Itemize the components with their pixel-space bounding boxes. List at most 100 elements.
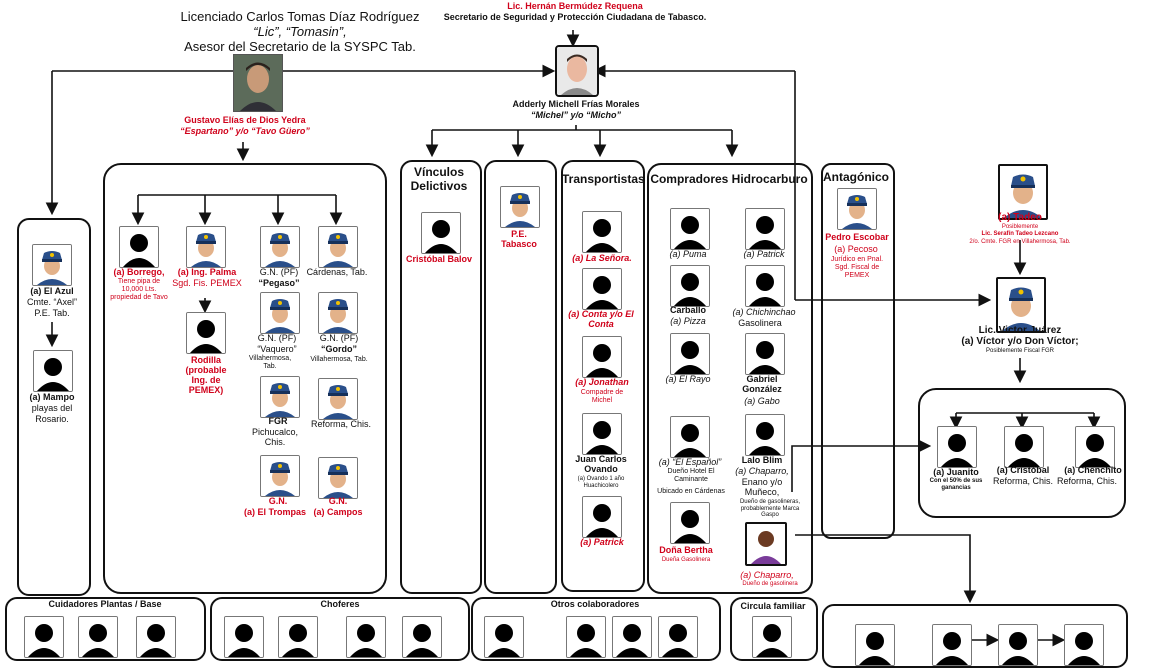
trompas-alias: (a) El Trompas [243,507,306,517]
person-silhouette-icon [484,616,524,658]
campos-alias: (a) Campos [313,507,363,517]
circula-title: Circula familiar [740,601,806,611]
police-officer-icon [186,226,226,268]
palma-title: Sgd. Fis. PEMEX [172,278,242,288]
person-silhouette-icon [670,208,710,250]
gordo-l3: Villahermosa, Tab. [310,356,368,363]
adderly-portrait [555,45,599,97]
gordo-alias: “Gordo” [321,344,357,354]
trompas-l1: G.N. [268,496,288,506]
person-silhouette-icon [421,212,461,254]
conta-label: (a) Conta y/o El Conta [568,309,634,330]
hernan-name: Lic. Hernán Bermúdez Requena [507,1,643,11]
person-silhouette-icon [136,616,176,658]
patrick-transport: (a) Patrick [580,537,624,547]
police-officer-icon [260,455,300,497]
compradores-title: Compradores Hidrocarburo [650,172,808,186]
pegaso-l1: G.N. (PF) [259,267,299,277]
adderly-alias: “Michel” y/o “Micho” [530,110,621,120]
tavo-group-box [103,163,387,594]
jonathan-note: Compadre de Michel [580,389,624,404]
person-silhouette-icon [745,208,785,250]
person-silhouette-icon [278,616,318,658]
mampo-l2: playas del [31,403,73,413]
azul-alias: Cmte. “Axel” [26,297,77,307]
gustavo-name: Gustavo Elías de Dios Yedra [184,115,306,125]
person-silhouette-icon [582,268,622,310]
person-silhouette-icon [582,336,622,378]
antagonico-title: Antagónico [823,170,889,184]
person-silhouette-icon [937,426,977,468]
vinculos-title: Vínculos Delictivos [410,165,468,193]
person-silhouette-icon [119,226,159,268]
azul-name: (a) El Azul [30,286,74,296]
cristobal-name: (a) Cristóbal [996,465,1050,475]
person-silhouette-icon [1004,426,1044,468]
person-silhouette-icon [670,333,710,375]
police-officer-icon [260,292,300,334]
pedro-note: Jurídico en Pnal. Sgd. Fiscal de PEMEX [830,256,884,279]
person-silhouette-icon [24,616,64,658]
police-officer-icon [260,376,300,418]
fgr-l1: FGR [268,416,288,426]
rayo-label: (a) El Rayo [665,374,711,384]
hernan-title: Secretario de Seguridad y Protección Ciu… [443,12,707,22]
mampo-name: (a) Mampo [29,392,75,402]
vaquero-l3: Villahermosa, Tab. [248,355,292,370]
pe-box [484,160,557,594]
lalo-alias2: Enano y/o Muñeco, [741,477,783,498]
chenchito-loc: Reforma, Chis. [1056,476,1118,486]
victor-note: Posiblemente Fiscal FGR [985,348,1055,354]
jonathan-label: (a) Jonathan [575,377,629,387]
senora-label: (a) La Señora. [572,253,632,263]
person-silhouette-icon [752,616,792,658]
cuidadores-title: Cuidadores Plantas / Base [48,599,162,609]
police-officer-icon [32,244,72,286]
tadeo-note1: Posiblemente [1001,224,1039,230]
rodilla-label: Rodilla (probable Ing. de PEMEX) [185,355,227,396]
antagonico-box [821,163,895,539]
chenchito-name: (a) Chenchito [1064,465,1122,475]
reforma-label: Reforma, Chis. [310,419,372,429]
ovando-name: Juan Carlos Ovando [575,454,627,475]
otros-title: Otros colaboradores [550,599,640,609]
police-officer-icon [837,188,877,230]
patrick-comprador: (a) Patrick [743,249,785,259]
transportistas-box [561,160,645,592]
portrait-photo-icon [234,55,282,111]
palma-name: (a) Ing. Palma [177,267,237,277]
police-officer-icon [500,186,540,228]
police-officer-icon [318,292,358,334]
person-silhouette-icon [186,312,226,354]
person-silhouette-icon [658,616,698,658]
borrego-name: (a) Borrego, [113,267,165,277]
person-silhouette-icon [670,502,710,544]
person-silhouette-icon [1075,426,1115,468]
bertha-name: Doña Bertha [659,545,713,555]
police-officer-icon [996,277,1046,333]
person-silhouette-icon [582,211,622,253]
person-silhouette-icon [346,616,386,658]
tadeo-note3: 2/o. Cmte. FGR en Villahermosa, Tab. [969,239,1071,245]
tadeo-name: (a) Tadeo [998,212,1042,223]
person-silhouette-icon [566,616,606,658]
person-silhouette-icon [612,616,652,658]
chaparro-avatar [745,522,787,566]
espanol-alias: (a) “El Español” [658,457,722,467]
bertha-note: Dueña Gasolinera [661,557,711,563]
cristobal-loc: Reforma, Chis. [992,476,1054,486]
victor-name: Lic. Victor Juárez [978,325,1062,336]
juanito-name: (a) Juanito [933,467,979,477]
person-silhouette-icon [855,624,895,666]
police-officer-icon [998,164,1048,220]
connector-lines [45,30,1101,647]
vaquero-l1: G.N. (PF) [257,333,297,343]
victor-alias: (a) Víctor y/o Don Víctor; [961,336,1079,347]
police-officer-icon [260,226,300,268]
vaquero-alias: “Vaquero” [257,344,297,354]
tadeo-note2: Lic. Serafín Tadeo Lezcano [981,231,1059,237]
person-silhouette-icon [402,616,442,658]
espanol-location: Ubicado en Cárdenas [657,488,725,495]
carballo-name: Carballo [669,305,706,315]
azul-title: P.E. Tab. [34,308,70,318]
